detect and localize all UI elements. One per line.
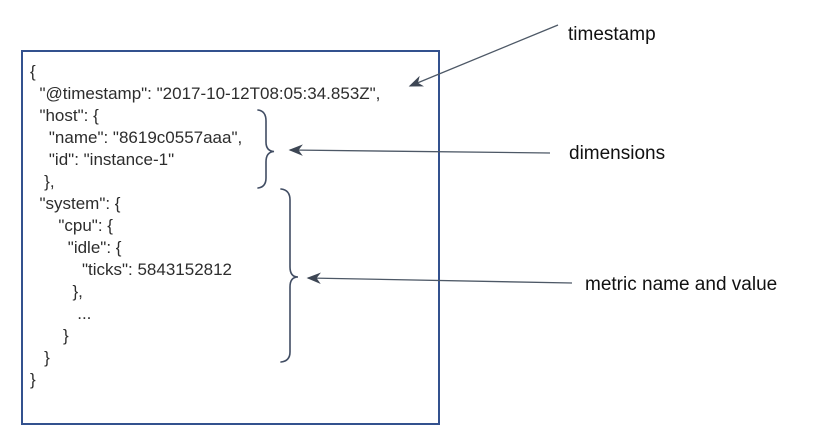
metric-label: metric name and value: [585, 274, 778, 295]
json-document-box: { "@timestamp": "2017-10-12T08:05:34.853…: [21, 50, 440, 425]
timestamp-label: timestamp: [568, 24, 656, 45]
dimensions-label: dimensions: [569, 143, 666, 164]
json-code: { "@timestamp": "2017-10-12T08:05:34.853…: [30, 62, 381, 389]
